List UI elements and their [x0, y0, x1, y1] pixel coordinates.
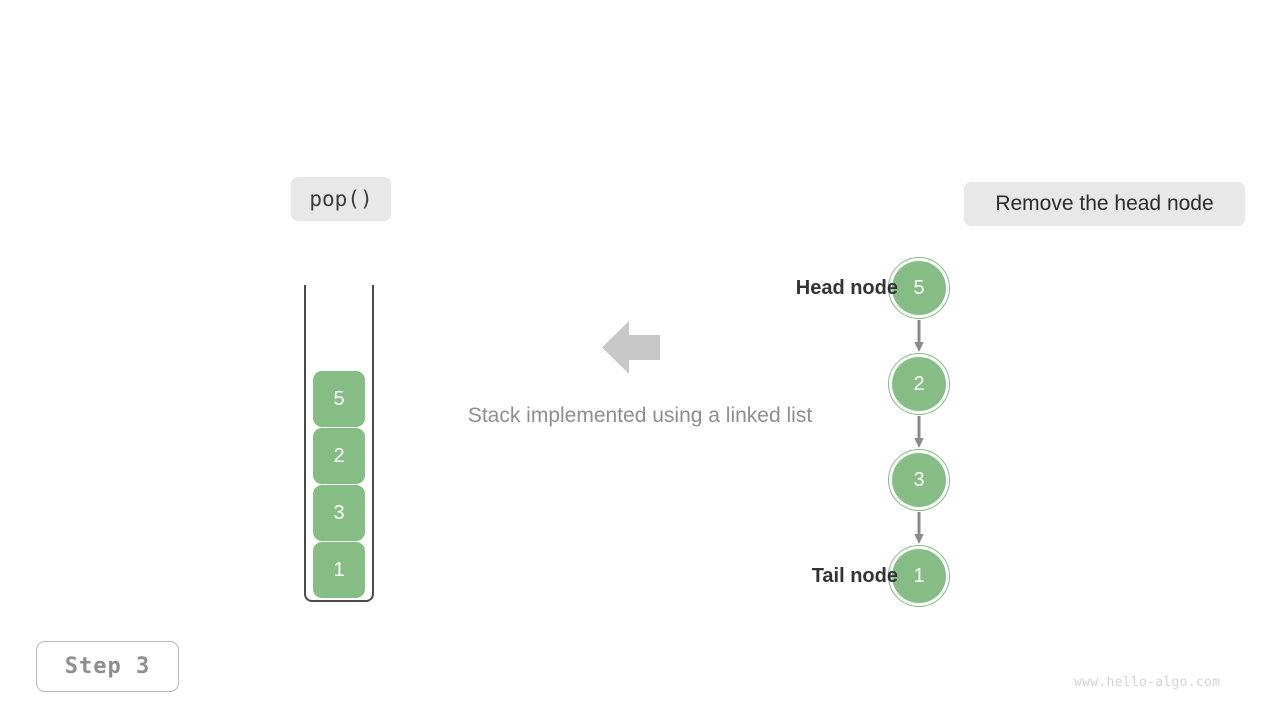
stack-item-list: 5 2 3 1: [304, 371, 374, 598]
stack-cell-value: 5: [333, 387, 345, 410]
arrow-down-icon: [914, 416, 924, 448]
stack-diagram: 5 2 3 1: [304, 285, 374, 602]
stack-cell: 3: [313, 485, 365, 541]
step-label: Step 3: [64, 654, 151, 679]
stack-cell: 5: [313, 371, 365, 427]
node-outer-ring: [888, 353, 950, 415]
step-badge: Step 3: [36, 641, 179, 692]
node-outer-ring: [888, 449, 950, 511]
node-outer-ring: [888, 545, 950, 607]
arrow-left-icon: [602, 319, 660, 376]
operation-badge: pop(): [291, 177, 391, 221]
stack-cell-value: 1: [333, 558, 345, 581]
tail-node-label: Tail node: [811, 565, 898, 587]
operation-label: pop(): [309, 187, 373, 211]
linked-list-diagram: 5 2 3 1: [888, 257, 952, 609]
note-label: Remove the head node: [995, 192, 1214, 215]
arrow-down-icon: [914, 320, 924, 352]
node-disc: 1: [892, 549, 946, 603]
stack-cell: 1: [313, 542, 365, 598]
stack-container-outline: [304, 285, 374, 602]
node-value: 3: [913, 468, 925, 491]
linked-list-node: 1: [888, 545, 950, 607]
node-value: 5: [913, 276, 925, 299]
note-badge: Remove the head node: [964, 182, 1245, 226]
stack-cell-value: 2: [333, 444, 345, 467]
head-node-label: Head node: [795, 277, 898, 299]
linked-list-node: 5: [888, 257, 950, 319]
watermark: www.hello-algo.com: [1074, 675, 1221, 690]
node-disc: 5: [892, 261, 946, 315]
node-outer-ring: [888, 257, 950, 319]
node-value: 1: [913, 564, 925, 587]
node-value: 2: [913, 372, 925, 395]
linked-list-node: 2: [888, 353, 950, 415]
diagram-caption: Stack implemented using a linked list: [467, 404, 813, 427]
arrow-down-icon: [914, 512, 924, 544]
stack-cell: 2: [313, 428, 365, 484]
linked-list-node: 3: [888, 449, 950, 511]
node-disc: 2: [892, 357, 946, 411]
node-disc: 3: [892, 453, 946, 507]
stack-cell-value: 3: [333, 501, 345, 524]
